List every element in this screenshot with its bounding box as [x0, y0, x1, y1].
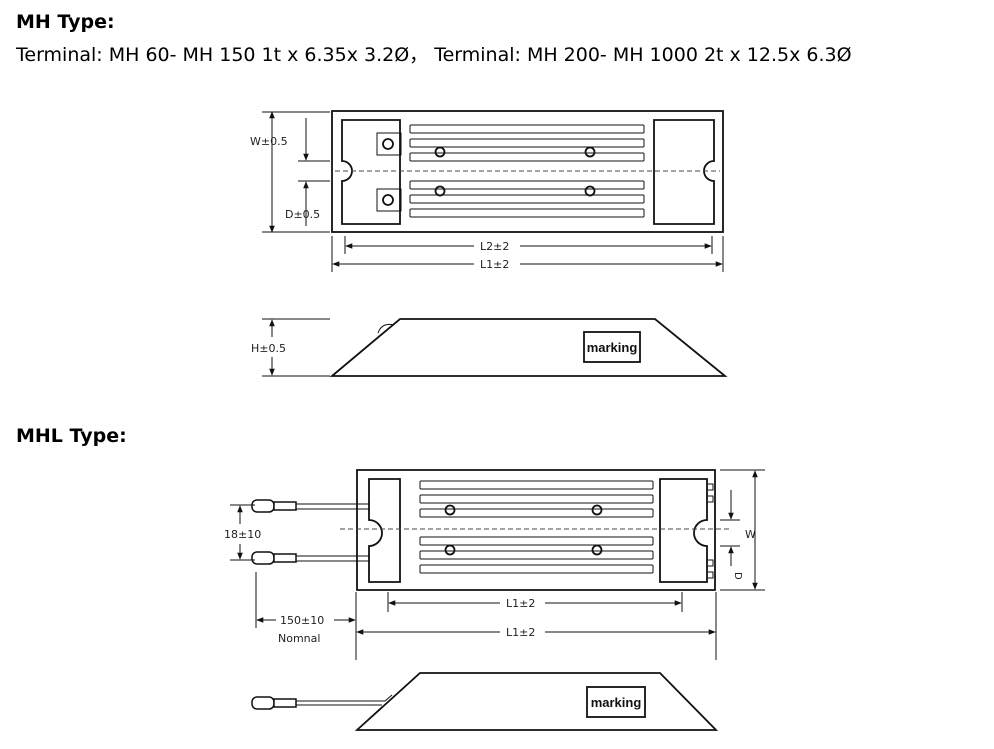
mhl-l1-inner-label: L1±2 [506, 597, 535, 610]
mhl-marking-label: marking [591, 695, 642, 710]
mh-marking-box [583, 331, 641, 363]
mh-w-label: W±0.5 [250, 135, 288, 148]
mh-top-view: W±0.5 D±0.5 L2±2 L1±2 [250, 110, 724, 272]
mhl-d-label: D [732, 572, 743, 580]
mhl-w-label: W [745, 528, 756, 541]
mhl-lead-length-label: 150±10 [280, 614, 324, 627]
mh-mounting-screws [434, 146, 596, 197]
mhl-lead-gap-label: 18±10 [224, 528, 261, 541]
mh-side-profile [329, 318, 728, 377]
mhl-right-end-block [659, 478, 708, 583]
mhl-body-outline [356, 469, 716, 591]
mhl-cooling-fins [419, 480, 654, 574]
mh-body-outline [331, 110, 724, 233]
mh-terminal-tab-lower [376, 188, 402, 212]
mh-terminal-tab-upper [376, 132, 402, 156]
mh-terminal-hole-upper [382, 138, 394, 150]
mh-h-label: H±0.5 [251, 342, 286, 355]
mh-terminal-hole-lower [382, 194, 394, 206]
mh-right-end-block [653, 119, 715, 225]
mh-type-heading: MH Type: [16, 11, 115, 33]
mhl-side-profile [354, 672, 719, 731]
terminal-spec-text: Terminal: MH 60- MH 150 1t x 6.35x 3.2Ø，… [16, 44, 852, 66]
mhl-lead-wires [251, 499, 370, 565]
mh-l1-label: L1±2 [480, 258, 509, 271]
mh-side-view: marking H±0.5 [251, 318, 728, 377]
mhl-marking-box [586, 686, 646, 718]
mh-l2-label: L2±2 [480, 240, 509, 253]
mhl-side-view: marking [251, 672, 719, 731]
mhl-nominal-label: Nomnal [278, 632, 320, 645]
mhl-right-notches [707, 483, 714, 579]
mhl-type-heading: MHL Type: [16, 425, 127, 447]
mhl-side-lead-wire [296, 694, 393, 706]
mhl-top-view: 18±10 150±10 Nomnal L1±2 L1±2 W D [224, 469, 765, 660]
mhl-l1-outer-label: L1±2 [506, 626, 535, 639]
mhl-mounting-screws [444, 504, 603, 556]
mh-d-label: D±0.5 [285, 208, 320, 221]
mh-left-end-block [341, 119, 401, 225]
mh-cooling-fins [409, 124, 645, 218]
mhl-left-end-block [368, 478, 401, 583]
mh-marking-label: marking [587, 340, 638, 355]
